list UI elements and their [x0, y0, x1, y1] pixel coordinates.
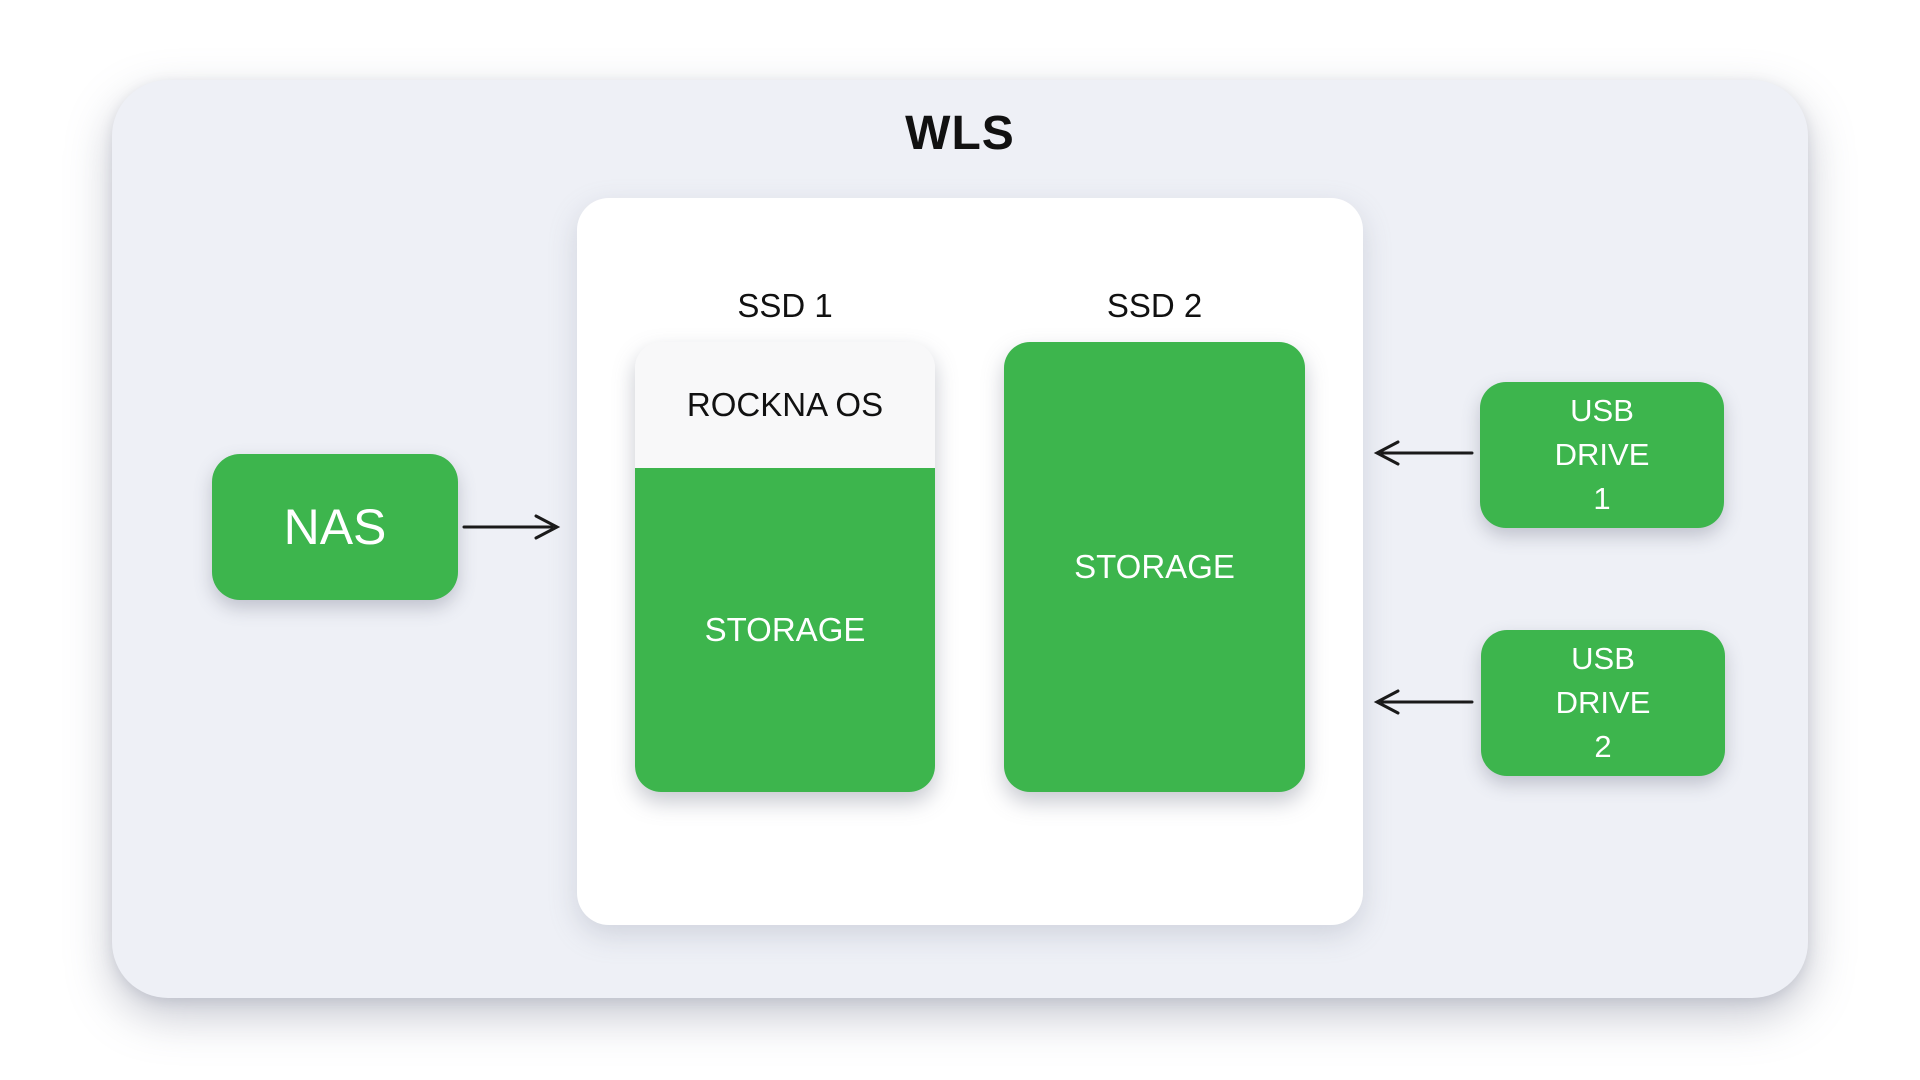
ssd2-box: STORAGE [1004, 342, 1305, 792]
ssd1-os-partition: ROCKNA OS [635, 342, 935, 468]
usb-drive-1-line-2: DRIVE [1554, 437, 1650, 472]
arrow-usb1-to-wls-icon [1370, 437, 1476, 469]
arrow-nas-to-wls-icon [460, 511, 564, 543]
ssd2-storage-partition: STORAGE [1074, 548, 1235, 585]
usb-drive-1-box: USB DRIVE 1 [1480, 382, 1724, 528]
usb-drive-2-line-1: USB [1571, 641, 1635, 676]
usb-drive-2-line-2: DRIVE [1555, 685, 1651, 720]
ssd2-label: SSD 2 [1106, 287, 1203, 324]
usb-drive-2-box: USB DRIVE 2 [1481, 630, 1725, 776]
ssd1-box: ROCKNA OS STORAGE [635, 342, 935, 792]
ssd1-storage-partition: STORAGE [635, 468, 935, 792]
usb-drive-1-line-1: USB [1570, 393, 1634, 428]
nas-box: NAS [212, 454, 458, 600]
wls-title: WLS [905, 107, 1015, 160]
arrow-usb2-to-wls-icon [1370, 686, 1476, 718]
ssd1-label: SSD 1 [737, 287, 833, 324]
usb-drive-1-line-3: 1 [1593, 481, 1611, 516]
usb-drive-2-line-3: 2 [1594, 729, 1612, 764]
